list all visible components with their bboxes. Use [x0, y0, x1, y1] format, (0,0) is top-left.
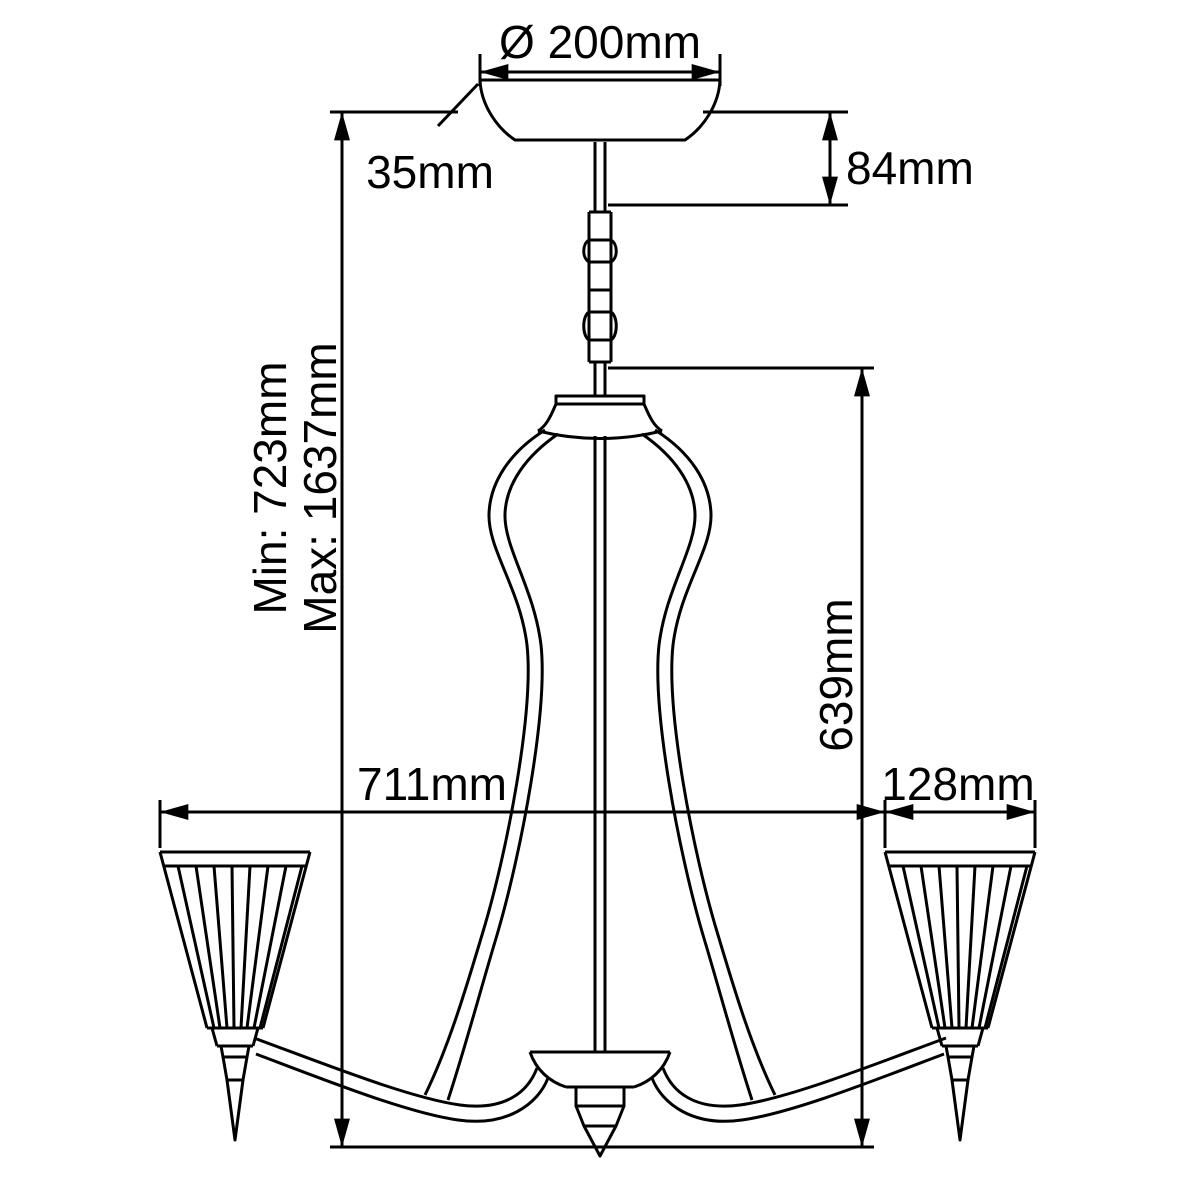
canopy-height-leader — [436, 82, 480, 128]
left-arm — [253, 1036, 550, 1123]
collar-disc — [554, 394, 646, 406]
canopy — [436, 78, 722, 142]
shade-pleat — [258, 865, 304, 1029]
shade-pleat — [919, 865, 947, 1029]
shade-pleat — [252, 865, 288, 1029]
dim-shade-width: 128mm — [881, 758, 1037, 848]
canopy-diameter-label: Ø 200mm — [499, 16, 701, 68]
body-height-label: 639mm — [810, 598, 862, 751]
shade-pleat — [239, 865, 252, 1029]
chandelier-body — [423, 394, 777, 1158]
right-arm — [650, 1036, 947, 1123]
min-height-label: Min: 723mm — [244, 361, 296, 614]
shade-pleat — [983, 865, 1029, 1029]
shade-pleat — [955, 865, 961, 1029]
canopy-height-label: 35mm — [366, 146, 494, 198]
dim-body-height: 639mm — [608, 366, 874, 1147]
bell-inner-left — [446, 432, 559, 1101]
shade-width-label: 128mm — [881, 758, 1034, 810]
bell-outer-left — [423, 428, 546, 1096]
right-shade — [883, 850, 1037, 1142]
shade-pleat — [230, 865, 236, 1029]
dim-canopy-diameter: Ø 200mm — [478, 16, 722, 86]
stem — [582, 142, 618, 396]
shade-pleat — [977, 865, 1013, 1029]
shade-pleat — [937, 865, 954, 1029]
center-finial-tip — [582, 1124, 618, 1158]
shade-pleat — [970, 865, 995, 1029]
canopy-outline — [478, 78, 722, 142]
shade-pleat — [212, 865, 229, 1029]
shade-pleat — [194, 865, 222, 1029]
shade-pleat — [964, 865, 977, 1029]
bell-inner-right — [641, 432, 754, 1101]
dim-overall-height: Min: 723mm Max: 1637mm — [244, 110, 874, 1149]
overall-width-label: 711mm — [357, 758, 507, 810]
left-shade — [158, 850, 312, 1142]
left-finial-tip — [225, 1078, 245, 1142]
center-finial-top — [574, 1104, 626, 1128]
left-finial-top — [221, 1055, 249, 1082]
right-finial-top — [946, 1055, 974, 1082]
bell-outer-right — [654, 428, 777, 1096]
dim-stem-drop: 84mm — [608, 110, 974, 207]
max-height-label: Max: 1637mm — [294, 342, 346, 633]
shade-pleat — [176, 865, 216, 1029]
right-finial-tip — [950, 1078, 970, 1142]
stem-drop-label: 84mm — [846, 142, 974, 194]
shade-pleat — [245, 865, 270, 1029]
shade-pleat — [901, 865, 941, 1029]
